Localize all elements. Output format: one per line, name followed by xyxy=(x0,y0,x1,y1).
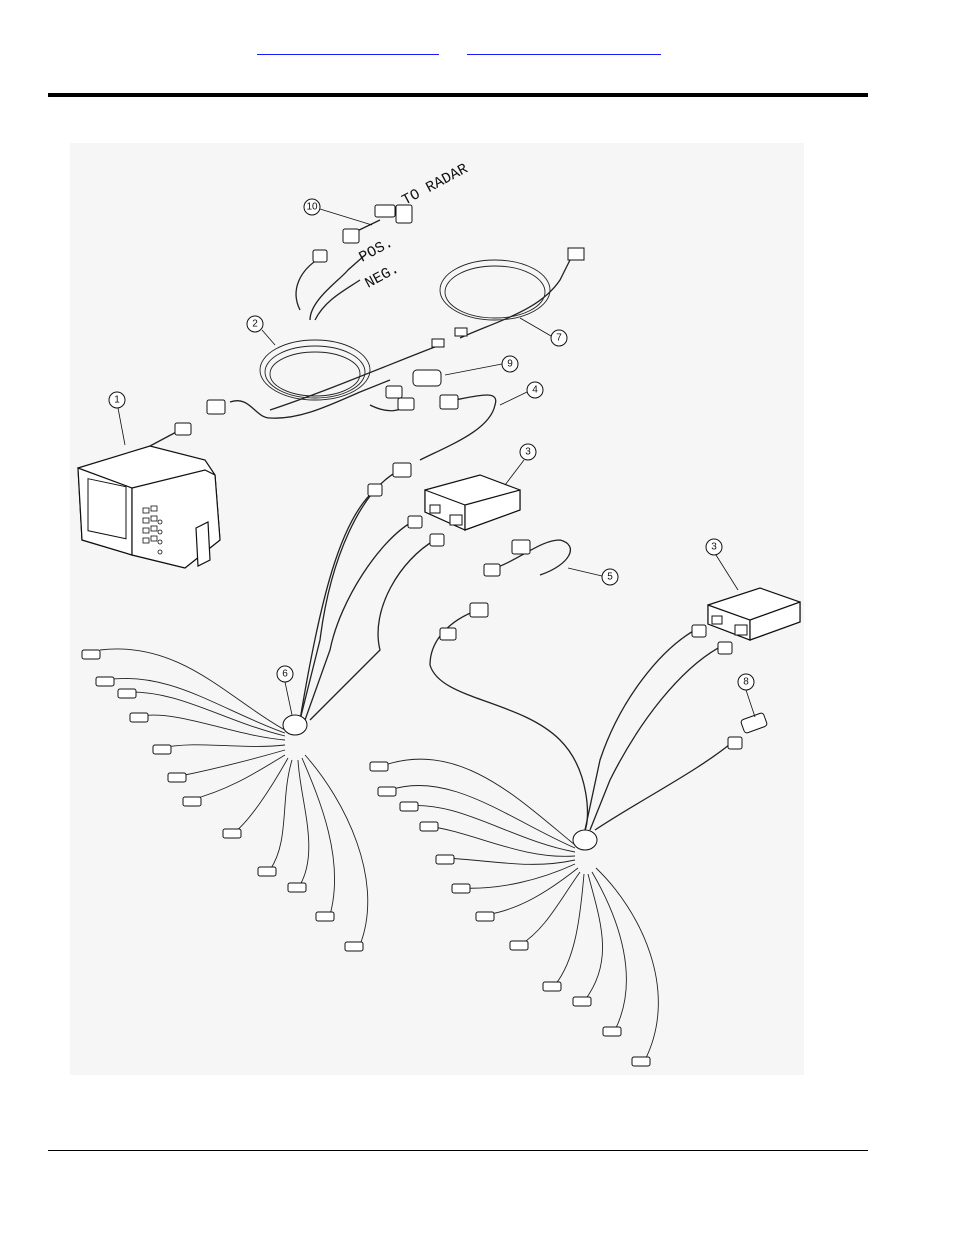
callout-10-number: 10 xyxy=(306,202,318,213)
callout-5: 5 xyxy=(568,568,618,585)
callout-7: 7 xyxy=(520,318,567,346)
callout-3-right-number: 3 xyxy=(711,542,717,553)
monitor-console xyxy=(78,446,220,568)
callout-9-number: 9 xyxy=(507,359,513,370)
control-module-left xyxy=(425,475,520,530)
callout-2-number: 2 xyxy=(252,319,258,330)
callout-9: 9 xyxy=(445,356,518,375)
cable-5-connectors xyxy=(440,540,530,640)
callout-3-left-number: 3 xyxy=(525,447,531,458)
callout-1: 1 xyxy=(109,392,125,445)
callout-2: 2 xyxy=(247,316,275,345)
callout-3-right: 3 xyxy=(706,539,738,590)
callout-10: 10 xyxy=(304,199,372,225)
right-harness xyxy=(385,630,735,1060)
callout-6-number: 6 xyxy=(282,669,288,680)
callout-4-number: 4 xyxy=(532,385,538,396)
to-radar-label: TO RADAR xyxy=(399,161,471,210)
callout-8-number: 8 xyxy=(743,677,749,688)
callout-5-number: 5 xyxy=(607,572,613,583)
control-module-right xyxy=(708,588,800,640)
callout-6: 6 xyxy=(277,666,293,715)
callout-3-left: 3 xyxy=(505,444,536,485)
callout-7-number: 7 xyxy=(556,333,562,344)
neg-label: NEG. xyxy=(362,260,402,292)
callout-4: 4 xyxy=(500,382,543,405)
bottom-rule xyxy=(48,1150,868,1151)
callout-8: 8 xyxy=(738,674,755,717)
cable-5 xyxy=(430,540,587,830)
callout-1-number: 1 xyxy=(114,395,120,406)
